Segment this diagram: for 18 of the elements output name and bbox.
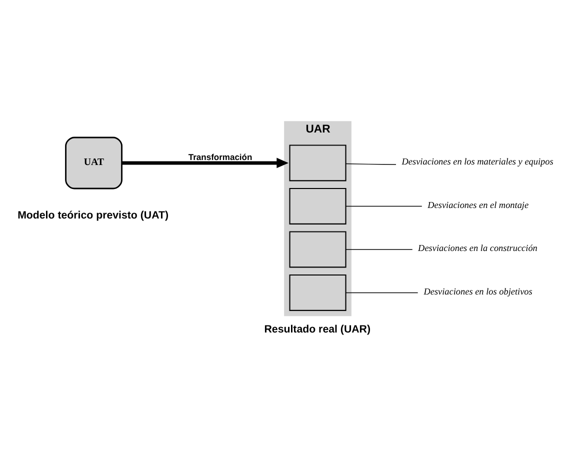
connector	[345, 248, 413, 250]
node-label: Modelo teórico previsto (UAT)	[18, 209, 169, 222]
node-box	[289, 187, 346, 224]
node-text: Desviaciones en la construcción	[418, 242, 538, 253]
node-box	[289, 274, 346, 310]
node-text: Desviaciones en los objetivos	[424, 286, 532, 296]
node-text: Desviaciones en los materiales y equipos	[402, 156, 554, 166]
node-label: Resultado real (UAR)	[264, 322, 371, 335]
node-box	[289, 230, 346, 268]
edge-label: Transformación	[188, 151, 252, 162]
node-box	[289, 144, 346, 181]
node-box: UAT	[65, 136, 122, 189]
connector	[345, 205, 422, 206]
connector	[345, 292, 418, 293]
node-text: Desviaciones en el montaje	[428, 199, 529, 210]
connector	[346, 162, 396, 164]
cluster: UAR	[284, 120, 352, 316]
arrow	[122, 157, 289, 168]
